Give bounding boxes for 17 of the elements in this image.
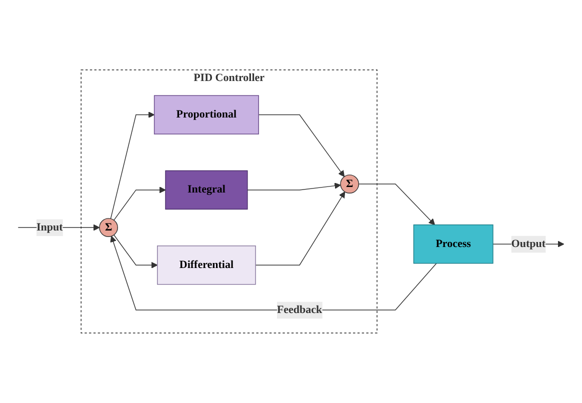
edge-label: Input xyxy=(36,222,63,234)
node-box: Differential xyxy=(157,246,256,285)
arrow xyxy=(110,112,155,220)
node-box: Process xyxy=(413,224,494,264)
node-box: Proportional xyxy=(154,95,259,134)
arrow xyxy=(247,182,341,190)
arrow xyxy=(114,186,166,221)
node-circle: Σ xyxy=(340,174,360,194)
arrow xyxy=(255,192,346,266)
edge-label: Feedback xyxy=(276,304,322,316)
node-circle: Σ xyxy=(99,218,118,238)
arrow xyxy=(358,184,436,226)
node-box: Integral xyxy=(165,170,248,210)
arrow xyxy=(258,114,345,178)
arrow xyxy=(114,234,158,268)
edge-label: Output xyxy=(511,238,546,250)
arrow xyxy=(110,236,437,310)
